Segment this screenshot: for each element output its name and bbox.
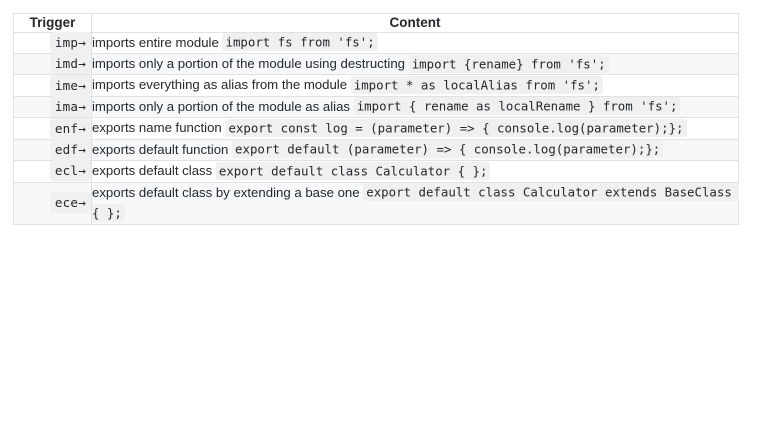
snippet-description: imports only a portion of the module usi… bbox=[92, 56, 406, 71]
content-cell: imports everything as alias from the mod… bbox=[91, 74, 739, 97]
trigger-cell: imd→ bbox=[13, 52, 92, 76]
table-body: imp→ imports entire module import fs fro… bbox=[13, 31, 740, 225]
snippet-code: import * as localAlias from 'fs'; bbox=[350, 75, 603, 94]
snippet-description: exports default function bbox=[92, 141, 229, 157]
snippet-code: import {rename} from 'fs'; bbox=[408, 54, 609, 73]
table-row: imp→ imports entire module import fs fro… bbox=[13, 31, 739, 55]
table-row: edf→ exports default function export def… bbox=[13, 138, 739, 162]
table-row: ecl→ exports default class export defaul… bbox=[13, 160, 739, 183]
column-header-content: Content bbox=[91, 13, 739, 33]
trigger-code: imd→ bbox=[49, 53, 91, 75]
snippet-description: imports everything as alias from the mod… bbox=[92, 77, 348, 93]
trigger-cell: ece→ bbox=[13, 181, 92, 225]
trigger-cell: enf→ bbox=[13, 117, 92, 140]
table-row: ime→ imports everything as alias from th… bbox=[13, 74, 739, 97]
trigger-cell: ima→ bbox=[13, 95, 92, 119]
content-cell: imports only a portion of the module as … bbox=[91, 95, 739, 119]
table-row: imd→ imports only a portion of the modul… bbox=[13, 52, 739, 76]
snippet-code: export const log = (parameter) => { cons… bbox=[225, 118, 687, 137]
content-cell: exports default class export default cla… bbox=[91, 160, 739, 183]
snippet-description: exports name function bbox=[92, 120, 222, 136]
trigger-cell: imp→ bbox=[13, 31, 92, 55]
snippets-table: Trigger Content imp→ imports entire modu… bbox=[13, 13, 740, 225]
snippet-code: export default (parameter) => { console.… bbox=[232, 140, 664, 159]
trigger-cell: ecl→ bbox=[13, 160, 92, 183]
snippet-description: exports default class by extending a bas… bbox=[92, 184, 360, 200]
snippet-description: imports entire module bbox=[92, 34, 219, 50]
snippet-code: import fs from 'fs'; bbox=[222, 33, 378, 52]
trigger-code: imp→ bbox=[49, 31, 91, 53]
table-row: enf→ exports name function export const … bbox=[13, 117, 739, 140]
column-header-trigger: Trigger bbox=[13, 13, 92, 33]
trigger-code: edf→ bbox=[49, 139, 91, 161]
snippet-code: export default class Calculator { }; bbox=[215, 161, 491, 180]
snippet-description: exports default class bbox=[92, 163, 213, 179]
trigger-code: ece→ bbox=[49, 192, 91, 214]
content-cell: imports entire module import fs from 'fs… bbox=[91, 31, 739, 55]
content-cell: imports only a portion of the module usi… bbox=[91, 52, 739, 76]
content-cell: exports name function export const log =… bbox=[91, 117, 739, 140]
trigger-code: ecl→ bbox=[49, 160, 91, 182]
content-cell: exports default class by extending a bas… bbox=[91, 181, 740, 225]
trigger-code: ime→ bbox=[49, 74, 91, 96]
trigger-code: ima→ bbox=[49, 96, 91, 118]
snippet-code: import { rename as localRename } from 'f… bbox=[353, 97, 681, 116]
content-cell: exports default function export default … bbox=[91, 138, 739, 162]
table-row: ece→ exports default class by extending … bbox=[13, 181, 740, 225]
snippet-description: imports only a portion of the module as … bbox=[92, 98, 351, 114]
trigger-code: enf→ bbox=[49, 117, 91, 139]
table-row: ima→ imports only a portion of the modul… bbox=[13, 95, 739, 119]
trigger-cell: edf→ bbox=[13, 138, 92, 162]
table-header-row: Trigger Content bbox=[13, 13, 739, 33]
trigger-cell: ime→ bbox=[13, 74, 92, 97]
table-header: Trigger Content bbox=[13, 13, 739, 33]
